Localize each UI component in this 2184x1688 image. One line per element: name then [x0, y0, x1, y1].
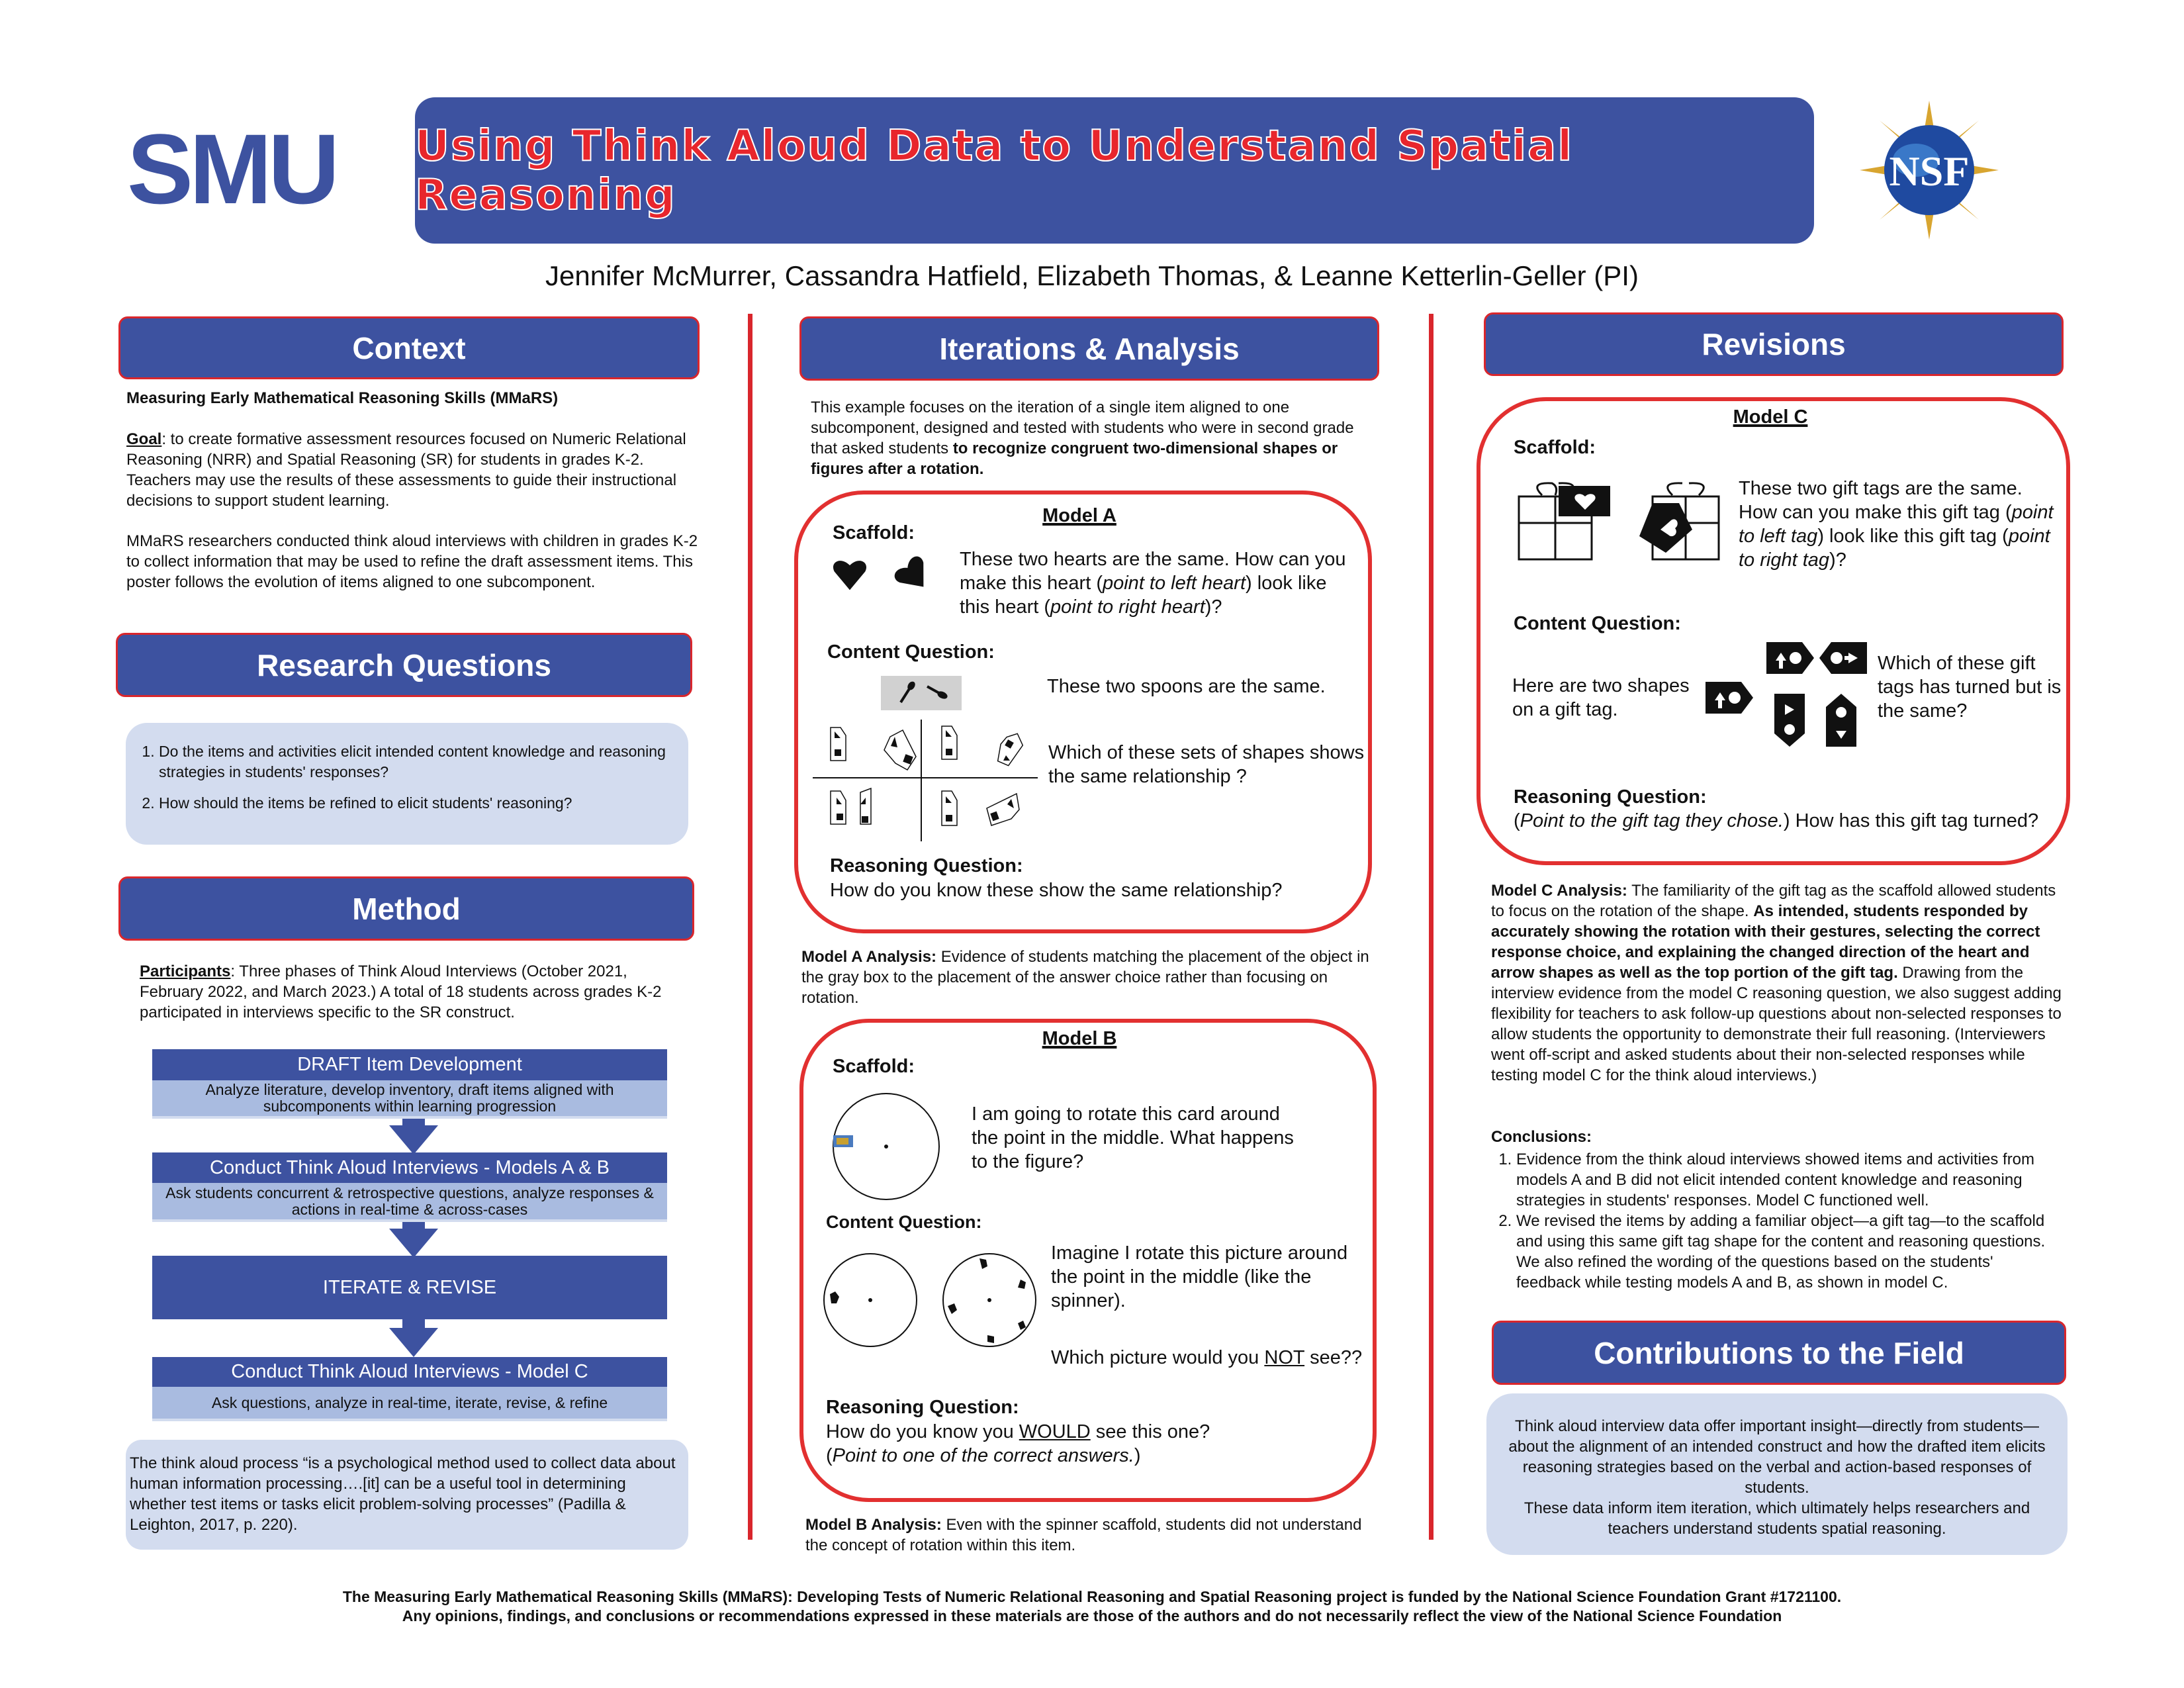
intro-text: This example focuses on the iteration of… [811, 399, 1354, 457]
footer-disclaimer: Any opinions, findings, and conclusions … [402, 1607, 1782, 1624]
flow-step-title: ITERATE & REVISE [152, 1256, 667, 1319]
quote-text: The think aloud process “is a psychologi… [130, 1454, 676, 1534]
scaffold-prompt: These two hearts are the same. How can y… [960, 549, 1346, 618]
reasoning-question-label: Reasoning Question: [1514, 786, 1707, 808]
flow-step-description: Ask questions, analyze in real-time, ite… [152, 1387, 667, 1421]
content-question-label: Content Question: [826, 1212, 982, 1232]
spoons-gray-box [881, 676, 962, 710]
model-b-card: Model B Scaffold: I am going to rotate t… [799, 1019, 1377, 1502]
heart-icon [831, 555, 868, 597]
nsf-logo: NSF [1860, 101, 1999, 240]
flow-arrow-icon [389, 1328, 438, 1357]
context-subtitle: Measuring Early Mathematical Reasoning S… [126, 389, 559, 407]
content-prompt-2: Which of these sets of shapes shows the … [1048, 742, 1365, 787]
column-divider [1429, 314, 1433, 1540]
scaffold-label: Scaffold: [833, 522, 915, 543]
iterations-heading: Iterations & Analysis [799, 316, 1379, 381]
conclusion-item: We revised the items by adding a familia… [1516, 1211, 2060, 1293]
content-question-label: Content Question: [1514, 613, 1681, 634]
scaffold-prompt: These two gift tags are the same. How ca… [1739, 478, 2054, 571]
answer-option-icon[interactable] [1773, 692, 1806, 751]
reasoning-question-label: Reasoning Question: [826, 1397, 1019, 1418]
goal-label: Goal [126, 430, 162, 448]
research-questions-box: Do the items and activities elicit inten… [126, 723, 688, 845]
nsf-logo-text: NSF [1889, 148, 1970, 195]
participants-body: : Three phases of Think Aloud Interviews… [140, 962, 662, 1021]
flow-step-title: DRAFT Item Development [152, 1049, 667, 1080]
model-c-title: Model C [1733, 406, 1808, 428]
research-questions-heading: Research Questions [116, 633, 692, 697]
participants-text: Participants: Three phases of Think Alou… [140, 961, 676, 1023]
reasoning-prompt: How do you know these show the same rela… [830, 880, 1283, 901]
spinner-card-icon [830, 1090, 942, 1206]
scaffold-prompt: I am going to rotate this card around th… [972, 1103, 1294, 1172]
scaffold-label: Scaffold: [833, 1056, 915, 1077]
spoon-icon [899, 681, 948, 704]
content-prompt-1: Imagine I rotate this picture around the… [1051, 1243, 1348, 1311]
rotated-heart-icon [887, 548, 942, 604]
reasoning-prompt: How do you know you WOULD see this one?(… [826, 1421, 1210, 1466]
quote-box: The think aloud process “is a psychologi… [126, 1440, 688, 1550]
contributions-heading: Contributions to the Field [1492, 1321, 2066, 1385]
rotated-gift-tag-icon [1633, 477, 1725, 566]
conclusion-item: Evidence from the think aloud interviews… [1516, 1149, 2060, 1211]
model-a-analysis: Model A Analysis: Evidence of students m… [801, 948, 1369, 1007]
conclusions-label: Conclusions: [1491, 1128, 1592, 1146]
spinner-option-icon[interactable] [821, 1250, 920, 1353]
conclusions-list: Evidence from the think aloud interviews… [1491, 1149, 2060, 1293]
content-prompt-1: These two spoons are the same. [1047, 676, 1326, 697]
participants-label: Participants [140, 962, 231, 980]
contributions-p2: These data inform item iteration, which … [1524, 1499, 2030, 1538]
footer: The Measuring Early Mathematical Reasoni… [0, 1587, 2184, 1626]
gift-tag-icon [1512, 477, 1612, 566]
revisions-heading: Revisions [1484, 312, 2064, 376]
model-c-analysis: Model C Analysis: The familiarity of the… [1491, 882, 2062, 1084]
reasoning-question-label: Reasoning Question: [830, 855, 1023, 876]
context-heading: Context [118, 316, 700, 379]
flow-step-description: Analyze literature, develop inventory, d… [152, 1080, 667, 1119]
iterations-intro: This example focuses on the iteration of… [811, 397, 1360, 479]
context-goal: Goal: to create formative assessment res… [126, 429, 702, 511]
model-a-title: Model A [1042, 505, 1116, 526]
title-banner: Using Think Aloud Data to Understand Spa… [414, 97, 1814, 244]
content-prompt-2: Which picture would you NOT see?? [1051, 1347, 1363, 1368]
contributions-p1: Think aloud interview data offer importa… [1508, 1417, 2046, 1497]
flow-arrow-icon [389, 1125, 438, 1154]
scaffold-label: Scaffold: [1514, 437, 1596, 458]
answer-choice-grid[interactable] [813, 720, 1038, 841]
content-prompt-2: Which of these gift tags has turned but … [1878, 653, 2062, 722]
answer-option-icon[interactable] [1818, 641, 1868, 679]
model-b-analysis: Model B Analysis: Even with the spinner … [805, 1516, 1362, 1554]
intro-bold: to recognize congruent two-dimensional s… [811, 440, 1338, 478]
smu-logo: SMU [127, 113, 340, 224]
answer-option-icon[interactable] [1765, 641, 1815, 679]
answer-option-icon[interactable] [1825, 692, 1858, 751]
research-question: Do the items and activities elicit inten… [159, 741, 675, 782]
footer-funding: The Measuring Early Mathematical Reasoni… [342, 1588, 1842, 1605]
flow-step-description: Ask students concurrent & retrospective … [152, 1183, 667, 1222]
flow-step-title: Conduct Think Aloud Interviews - Model C [152, 1357, 667, 1387]
model-c-card: Model C Scaffold: These two gift tags ar… [1477, 397, 2070, 865]
gift-tag-shape-icon [1704, 680, 1754, 718]
research-question: How should the items be refined to elici… [159, 793, 675, 814]
flow-arrow-icon [389, 1229, 438, 1258]
content-question-label: Content Question: [827, 641, 995, 663]
model-a-card: Model A Scaffold: These two hearts are t… [794, 491, 1372, 933]
flow-step-title: Conduct Think Aloud Interviews - Models … [152, 1152, 667, 1183]
column-divider [748, 314, 752, 1540]
model-b-title: Model B [1042, 1028, 1117, 1049]
contributions-box: Think aloud interview data offer importa… [1486, 1393, 2068, 1555]
reasoning-prompt: (Point to the gift tag they chose.) How … [1514, 810, 2039, 831]
content-prompt-1: Here are two shapes on a gift tag. [1512, 675, 1690, 720]
context-paragraph: MMaRS researchers conducted think aloud … [126, 532, 698, 591]
method-heading: Method [118, 876, 694, 941]
goal-text: : to create formative assessment resourc… [126, 430, 686, 510]
spinner-option-icon[interactable] [940, 1250, 1039, 1353]
poster-title: Using Think Aloud Data to Understand Spa… [414, 121, 1574, 220]
authors: Jennifer McMurrer, Cassandra Hatfield, E… [545, 260, 1639, 291]
